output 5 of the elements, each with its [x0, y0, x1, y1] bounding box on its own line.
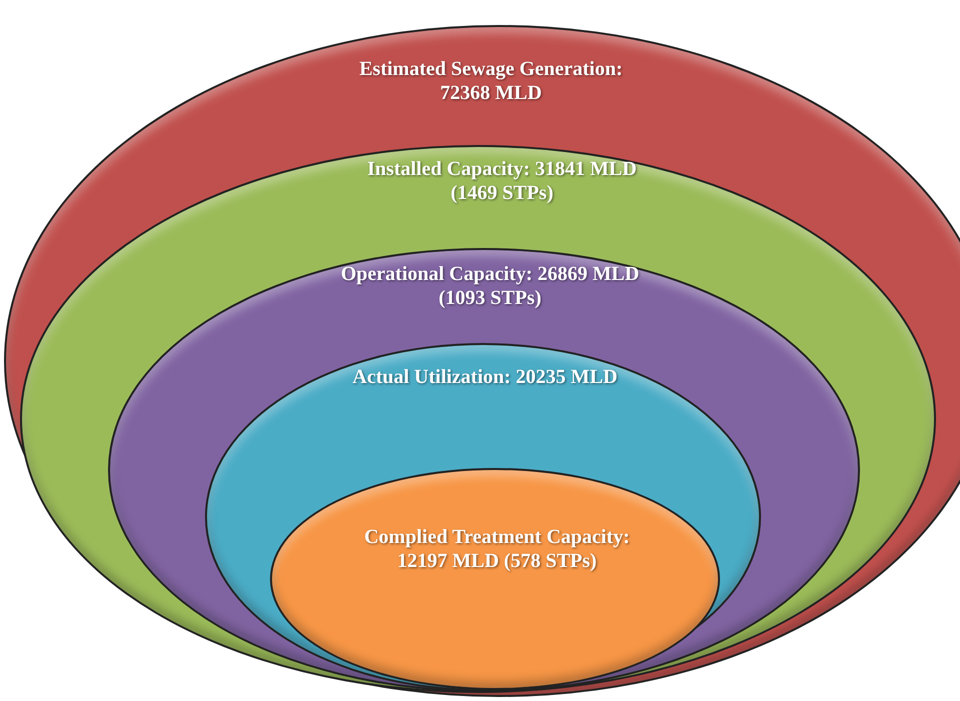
ellipse-label: Operational Capacity: 26869 MLD (1093 STPs): [340, 262, 640, 310]
ellipse-label: Installed Capacity: 31841 MLD (1469 STPs): [366, 157, 638, 205]
ellipse-label: Complied Treatment Capacity: 12197 MLD (578 STPs): [363, 525, 631, 573]
ellipse-label: Actual Utilization: 20235 MLD: [352, 365, 618, 389]
ellipse-label: Estimated Sewage Generation: 72368 MLD: [358, 57, 624, 105]
